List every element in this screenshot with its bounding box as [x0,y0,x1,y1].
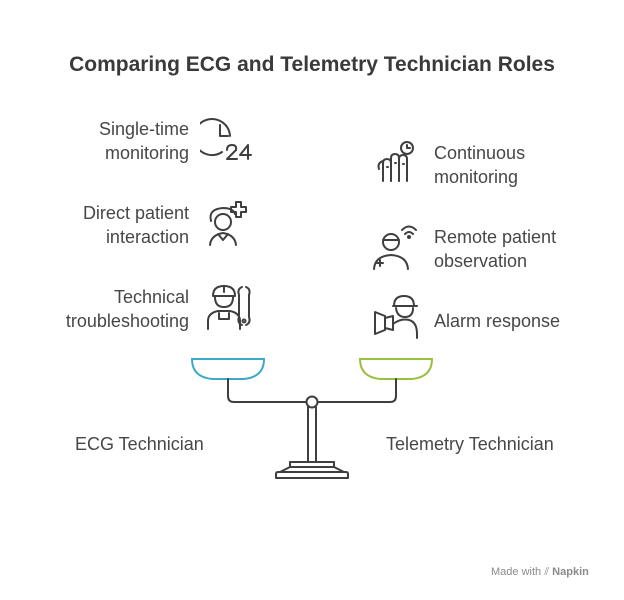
left-item-line1: Technical [113,287,189,307]
footer-brand: Napkin [552,566,589,578]
ecg-technician-label: ECG Technician [75,434,204,454]
left-item-line2: interaction [105,227,189,247]
left-item-line2: monitoring [104,143,189,163]
right-scale-pan [358,358,434,380]
balance-scale [190,358,434,479]
footer-prefix: Made with [491,566,542,578]
right-item-line2: observation [434,251,528,271]
scale-beam [227,378,397,403]
right-item-line1: Continuous [434,143,526,163]
left-item-line2: troubleshooting [65,311,189,331]
right-item-line2: monitoring [434,167,519,187]
left-item-line1: Direct patient [82,203,189,223]
left-item-direct-patient: Direct patient interaction [83,201,189,249]
worker-megaphone-icon [374,295,418,339]
scale-pivot [305,395,319,409]
scale-post [307,406,317,463]
left-item-technical: Technical troubleshooting [66,285,189,333]
scale-base [275,471,349,479]
right-item-line1: Alarm response [434,311,561,331]
right-item-continuous: Continuous monitoring [434,141,525,189]
hand-clock-icon [377,141,414,182]
page-title: Comparing ECG and Telemetry Technician R… [69,53,555,76]
nurse-medical-cross-icon [209,201,247,246]
clock-24-icon [200,118,252,160]
right-item-remote: Remote patient observation [434,225,556,273]
right-item-line1: Remote patient [434,227,557,247]
telemetry-technician-label: Telemetry Technician [386,434,554,454]
left-item-single-time: Single-time monitoring [99,117,189,165]
technician-wrench-icon [207,285,251,330]
scale-base-top [289,461,335,468]
made-with-napkin[interactable]: Made with ⫽ Napkin [491,566,589,579]
left-scale-pan [190,358,266,380]
remote-patient-wifi-icon [373,225,417,270]
napkin-logo-icon: ⫽ [544,566,550,578]
left-item-line1: Single-time [98,119,189,139]
right-item-alarm: Alarm response [434,309,560,333]
